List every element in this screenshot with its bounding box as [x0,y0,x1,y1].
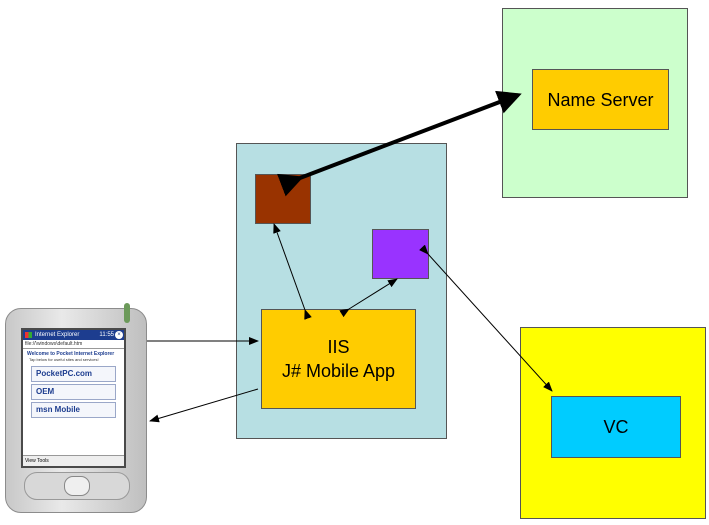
arrow-iis-to-pda [149,388,259,423]
iis-box: IIS J# Mobile App [261,309,416,409]
pda-title: Internet Explorer [35,332,80,338]
windows-flag-icon [25,332,32,338]
pda-welcome-text: Welcome to Pocket Internet Explorer [27,351,115,357]
vc-box: VC [551,396,681,458]
oem-link[interactable]: OEM [31,384,116,400]
vc-label: VC [603,417,629,437]
pda-title-bar: Internet Explorer 11:55 × [23,330,124,340]
arrow-purple-vc [418,244,553,392]
pda-time: 11:55 [99,332,114,338]
pocketpc-link[interactable]: PocketPC.com [31,366,116,382]
pda-center-button [64,476,90,496]
pda-screen: Internet Explorer 11:55 × file://\window… [21,328,126,468]
pda-tagline: Tap below for useful sites and services! [29,357,99,362]
pda-antenna [124,303,130,323]
pda-menu-bar[interactable]: View Tools [23,455,124,466]
close-icon[interactable]: × [115,331,123,339]
msn-mobile-link[interactable]: msn Mobile [31,402,116,418]
iis-label-line1: IIS [327,337,350,357]
arrow-iis-brown [273,223,312,320]
arrow-iis-purple [339,278,398,318]
name-server-box: Name Server [532,69,669,130]
pda-address-bar[interactable]: file://\windows\default.htm [23,340,124,349]
iis-label-line2: J# Mobile App [281,361,396,381]
arrow-brown-name-server [277,90,522,197]
name-server-label: Name Server [547,89,654,110]
